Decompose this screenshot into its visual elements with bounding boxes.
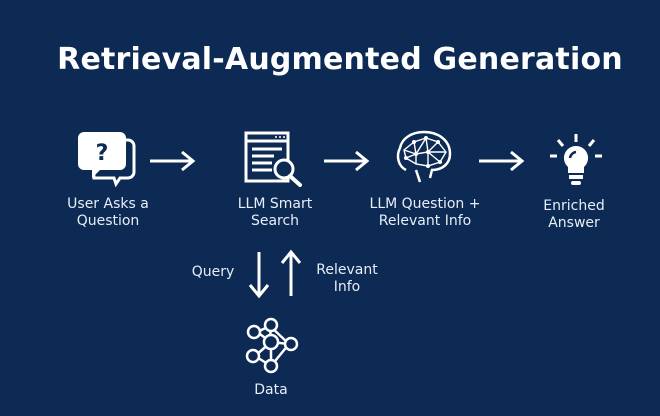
arrow-up-icon xyxy=(280,249,302,296)
label-line: Info xyxy=(333,279,361,295)
label-line: Question xyxy=(76,213,140,229)
brain-network-icon xyxy=(396,130,452,183)
label-line: LLM Question + xyxy=(369,196,481,212)
data-network-icon xyxy=(245,317,299,374)
chat-question-icon: ? xyxy=(78,132,136,188)
label-line: Enriched xyxy=(543,198,605,214)
label-line: LLM Smart xyxy=(237,196,313,212)
relevant-info-label: Relevant Info xyxy=(277,262,417,296)
label-line: Search xyxy=(250,213,300,229)
data-label: Data xyxy=(254,382,288,398)
query-label: Query xyxy=(191,264,235,280)
arrow-right-icon xyxy=(150,150,196,172)
document-search-icon xyxy=(244,131,302,187)
page-title: Retrieval-Augmented Generation xyxy=(57,42,623,77)
svg-text:?: ? xyxy=(96,141,109,166)
arrow-right-icon xyxy=(479,150,525,172)
step-label-question-info: LLM Question + Relevant Info xyxy=(355,196,495,230)
step-label-user-question: User Asks a Question xyxy=(38,196,178,230)
label-line: User Asks a xyxy=(67,196,149,212)
label-line: Relevant xyxy=(316,262,378,278)
lightbulb-icon xyxy=(550,134,602,185)
step-label-enriched-answer: Enriched Answer xyxy=(504,198,644,232)
arrow-down-icon xyxy=(248,252,270,299)
label-line: Answer xyxy=(548,215,600,231)
label-line: Relevant Info xyxy=(378,213,472,229)
arrow-right-icon xyxy=(324,150,370,172)
step-label-smart-search: LLM Smart Search xyxy=(205,196,345,230)
